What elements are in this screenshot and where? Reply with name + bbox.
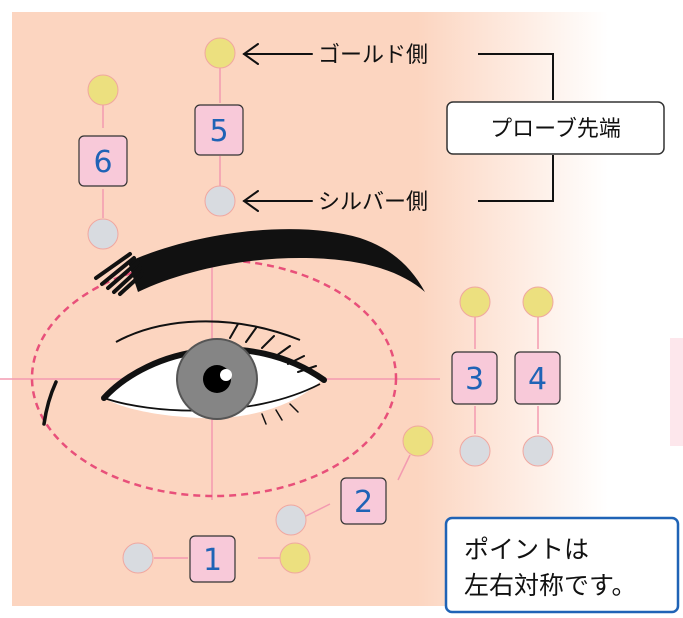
- point-label-6: 6: [78, 135, 128, 187]
- legend-silver-side: シルバー側: [318, 190, 428, 215]
- point-label-text: 5: [209, 114, 228, 149]
- gold-electrode-icon: [402, 425, 434, 457]
- silver-electrode-icon: [522, 435, 554, 467]
- point-label-5: 5: [194, 104, 244, 156]
- point-label-text: 3: [465, 362, 484, 397]
- point-label-4: 4: [514, 351, 561, 405]
- legend-gold-side: ゴールド側: [318, 43, 428, 68]
- eyebrow-icon: [94, 229, 425, 296]
- probe-tip-label: プローブ先端: [490, 117, 621, 142]
- point-label-3: 3: [451, 351, 498, 405]
- silver-electrodes: [87, 185, 554, 574]
- point-label-2: 2: [340, 477, 387, 525]
- side-tab: [670, 338, 683, 446]
- silver-electrode-icon: [122, 542, 154, 574]
- gold-electrodes: [87, 37, 554, 574]
- point-label-text: 2: [354, 485, 373, 520]
- point-label-text: 4: [528, 362, 547, 397]
- gold-electrode-icon: [459, 286, 491, 318]
- silver-electrode-icon: [204, 185, 236, 217]
- silver-electrode-icon: [87, 218, 119, 250]
- silver-electrode-icon: [275, 504, 307, 536]
- point-connectors: [102, 67, 539, 559]
- point-label-text: 1: [203, 543, 222, 578]
- point-label-text: 6: [93, 145, 112, 180]
- gold-electrode-icon: [279, 542, 311, 574]
- gold-electrode-icon: [204, 37, 236, 69]
- probe-tip-box: プローブ先端: [446, 101, 665, 155]
- arrow-left-icon: [242, 190, 313, 212]
- legend-bracket: [478, 53, 554, 202]
- face-contour-stroke: [42, 380, 58, 426]
- symmetry-note-box: ポイントは 左右対称です。: [444, 516, 680, 614]
- note-line-2: 左右対称です。: [464, 571, 637, 600]
- note-line-1: ポイントは: [464, 535, 589, 564]
- silver-electrode-icon: [459, 435, 491, 467]
- arrow-left-icon: [242, 43, 313, 65]
- eye-icon: [101, 320, 327, 425]
- gold-electrode-icon: [522, 286, 554, 318]
- gold-electrode-icon: [87, 74, 119, 106]
- point-label-1: 1: [189, 535, 236, 583]
